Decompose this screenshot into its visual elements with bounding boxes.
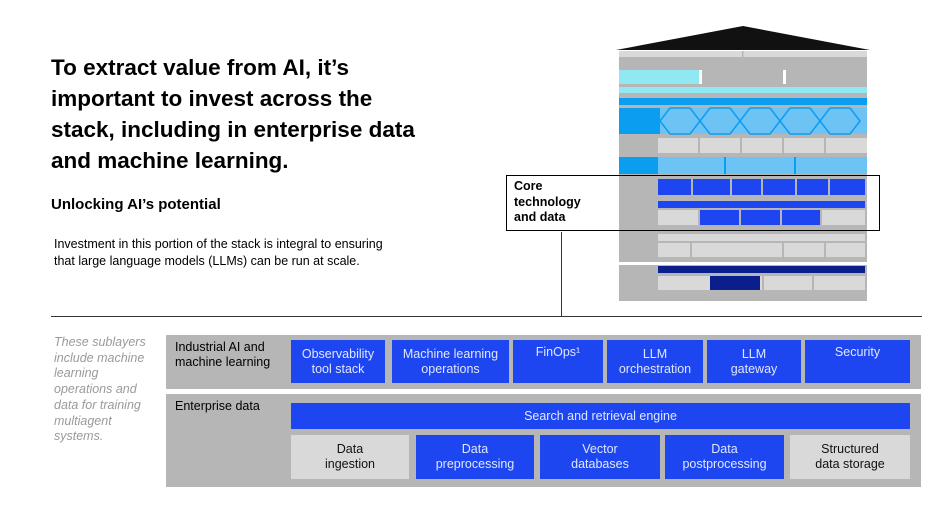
stack-dividers [690, 243, 826, 257]
stack-dividers [691, 179, 830, 195]
stack-layer-gap [699, 70, 702, 84]
stack-layer-gap [742, 51, 744, 57]
stack-dividers [698, 138, 826, 153]
stack-core-layer-light [822, 210, 865, 225]
cell-line: LLM [642, 346, 668, 361]
stack-layer-light [658, 243, 865, 257]
stack-layer-gap [783, 70, 786, 84]
stack-layer-sky [619, 98, 867, 105]
cell-line: FinOps¹ [535, 345, 581, 359]
stack-layer [702, 70, 783, 84]
stack-core-layer-light [658, 210, 698, 225]
stack-base-light [658, 276, 865, 290]
cell-line: Vector [582, 442, 618, 456]
cell-line: preprocessing [435, 457, 515, 471]
cell-line: tool stack [311, 361, 365, 376]
stack-base-navy [658, 266, 865, 273]
stack-layer-light [658, 234, 865, 241]
cell-line: Observability [301, 346, 375, 361]
stack-layer [619, 59, 867, 64]
cell-line: postprocessing [682, 457, 767, 471]
callout-connector [561, 232, 562, 316]
cell-line: operations [421, 361, 480, 376]
headline: To extract value from AI, it’s important… [51, 55, 415, 173]
core-callout-label: Core technology and data [508, 177, 592, 230]
cell-line: Data [336, 442, 364, 456]
cell-line: databases [571, 457, 629, 471]
cell-line: Security [834, 345, 881, 359]
stack-base-navy [710, 276, 760, 290]
cell-line: LLM [741, 346, 767, 361]
stack-layer-light [658, 138, 867, 153]
hexagon-pattern [659, 107, 861, 135]
cell-line: gateway [730, 361, 778, 376]
cell-line: data storage [815, 457, 885, 471]
sidenote: These sublayers include machine learning… [54, 335, 146, 444]
section-divider [51, 316, 922, 317]
cell-line: ingestion [324, 457, 376, 471]
search-retrieval-engine-cell: Search and retrieval engine [291, 403, 910, 429]
stack-layer-sky-inner [658, 157, 867, 174]
body-text: Investment in this portion of the stack … [54, 237, 383, 268]
stack-dividers [739, 210, 782, 225]
stack-layer-hex-inner [660, 108, 867, 134]
cell-line: Data [461, 442, 489, 456]
stack-roof [616, 26, 870, 50]
cell-line: Structured [821, 442, 879, 456]
stack-dividers [724, 157, 796, 174]
subhead: Unlocking AI’s potential [51, 196, 221, 213]
cell-line: Data [711, 442, 738, 456]
stack-core-layer [700, 210, 820, 225]
industrial-ai-label: Industrial AI and machine learning [175, 340, 271, 369]
stack-layer-gap [619, 262, 867, 265]
security-cell: Security [805, 340, 910, 383]
cell-line: orchestration [618, 361, 692, 376]
stack-layer-cyan [619, 87, 867, 93]
stack-layer-cyan [619, 70, 699, 84]
finops-cell: FinOps¹ [513, 340, 603, 383]
stack-core-layer [658, 201, 865, 208]
cell-line: Machine learning [402, 346, 499, 361]
core-callout-box [506, 175, 880, 231]
stack-dividers [762, 276, 814, 290]
enterprise-data-label: Enterprise data [175, 399, 260, 413]
stack-layer [786, 70, 867, 84]
